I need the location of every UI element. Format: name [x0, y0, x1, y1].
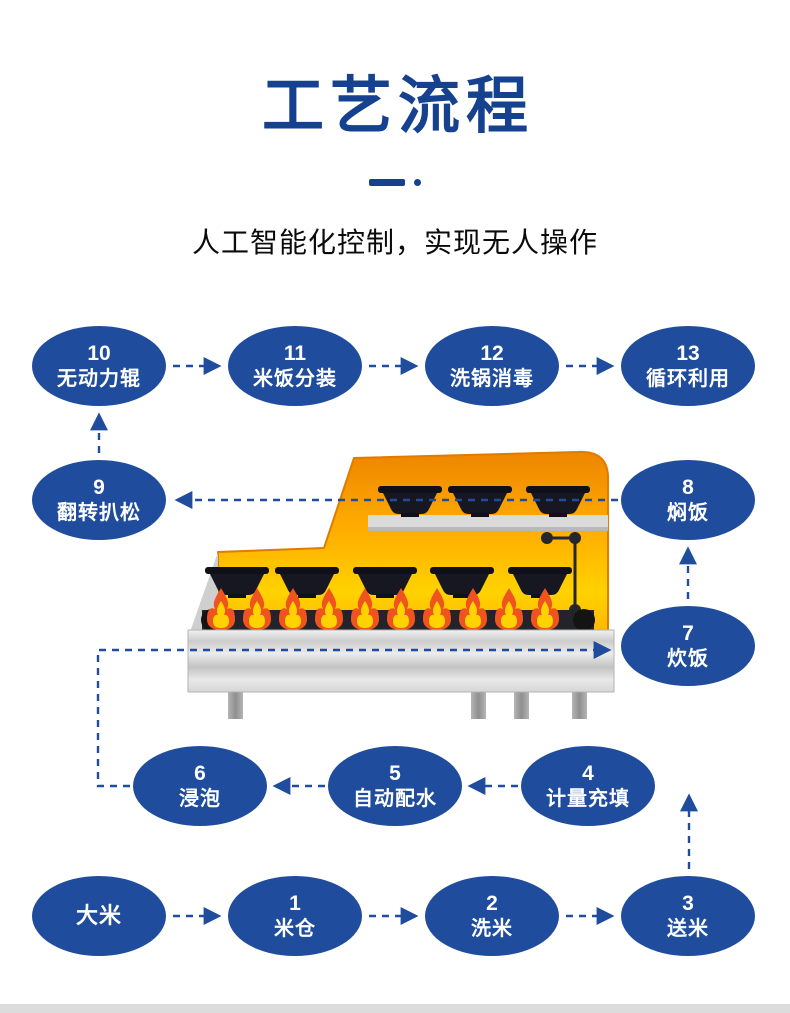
flow-node-8: 8 焖饭: [621, 460, 755, 540]
node-number: 2: [486, 892, 498, 915]
node-number: 7: [682, 622, 694, 645]
node-label: 大米: [75, 902, 122, 928]
node-label: 无动力辊: [57, 367, 141, 390]
node-number: 9: [93, 476, 105, 499]
flow-node-9: 9 翻转扒松: [32, 460, 166, 540]
flow-node-2: 2 洗米: [425, 876, 559, 956]
flow-node-7: 7 炊饭: [621, 606, 755, 686]
node-number: 1: [289, 892, 301, 915]
dot-icon: [414, 179, 421, 186]
node-label: 焖饭: [667, 501, 709, 524]
title-divider: [0, 179, 790, 186]
node-label: 洗锅消毒: [450, 367, 534, 390]
node-number: 5: [389, 762, 401, 785]
machine-roller-right: [573, 609, 595, 631]
node-number: 12: [480, 342, 504, 365]
node-label: 米仓: [274, 917, 316, 940]
flow-node-3: 3 送米: [621, 876, 755, 956]
node-number: 3: [682, 892, 694, 915]
machine-top-pots: [378, 486, 590, 517]
machine-belt: [541, 532, 581, 616]
node-label: 计量充填: [546, 787, 630, 810]
node-label: 米饭分装: [253, 367, 337, 390]
flow-node-12: 12 洗锅消毒: [425, 326, 559, 406]
flow-node-5: 5 自动配水: [328, 746, 462, 826]
flow-node-10: 10 无动力辊: [32, 326, 166, 406]
page-title: 工艺流程: [261, 72, 534, 141]
flow-node-1: 1 米仓: [228, 876, 362, 956]
node-label: 翻转扒松: [57, 501, 141, 524]
flow-node-13: 13 循环利用: [621, 326, 755, 406]
machine-legs: [228, 692, 587, 719]
flow-node-4: 4 计量充填: [521, 746, 655, 826]
node-number: 10: [87, 342, 111, 365]
node-number: 11: [283, 342, 307, 365]
dash-icon: [369, 179, 405, 186]
node-label: 浸泡: [179, 787, 221, 810]
node-label: 自动配水: [353, 787, 437, 810]
flow-node-rice: 大米: [32, 876, 166, 956]
node-number: 6: [194, 762, 206, 785]
flow-node-11: 11 米饭分装: [228, 326, 362, 406]
node-number: 4: [582, 762, 594, 785]
node-label: 洗米: [471, 917, 513, 940]
node-label: 循环利用: [646, 367, 730, 390]
node-number: 13: [676, 342, 700, 365]
machine-shelf: [368, 515, 608, 527]
bottom-strip: [0, 1004, 790, 1013]
flow-node-6: 6 浸泡: [133, 746, 267, 826]
machine-illustration: [187, 450, 615, 719]
node-number: 8: [682, 476, 694, 499]
machine-base: [187, 629, 615, 693]
machine-shelf-edge: [368, 527, 608, 531]
node-label: 送米: [667, 917, 709, 940]
node-label: 炊饭: [667, 647, 709, 670]
page-subtitle: 人工智能化控制，实现无人操作: [191, 227, 598, 258]
